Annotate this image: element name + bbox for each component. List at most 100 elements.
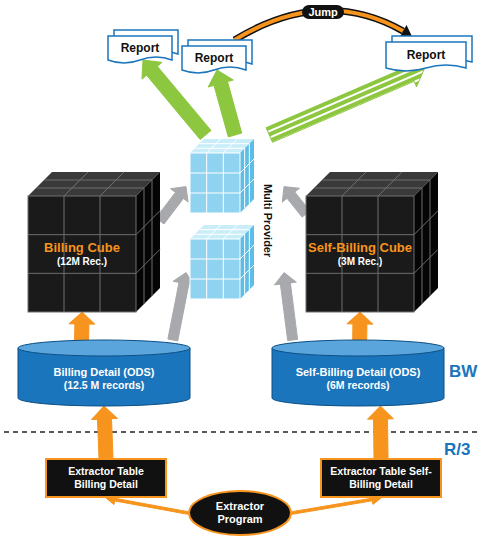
shape-part <box>190 173 240 174</box>
layer-label: BW <box>449 362 477 382</box>
ods-cylinder: Self-Billing Detail (ODS)(6M records) <box>272 340 444 406</box>
node-text: Self-Billing Cube <box>308 240 412 256</box>
shape-part <box>272 340 444 356</box>
shape-part <box>223 139 237 153</box>
shape-part <box>386 42 466 71</box>
shape-part <box>182 46 246 73</box>
shape-part <box>152 180 153 296</box>
shape-part <box>414 172 438 312</box>
infocube: Self-Billing Cube(3M Rec.) <box>306 172 438 312</box>
shape-part <box>322 180 430 181</box>
extractor-program-ellipse: Extractor Program <box>188 490 292 536</box>
shape-part <box>44 180 152 181</box>
shape-part <box>430 180 431 296</box>
shape-part <box>206 153 207 213</box>
shape-part <box>244 234 245 294</box>
shape-part <box>100 172 124 196</box>
shape-part <box>240 139 254 213</box>
shape-part <box>199 143 249 144</box>
node-text: Report <box>407 48 446 62</box>
shape-part <box>190 153 240 213</box>
flow-arrow <box>368 406 394 458</box>
shape-part <box>368 406 394 458</box>
flow-arrow <box>156 187 188 224</box>
shape-part <box>347 312 373 340</box>
node-text: (6M records) <box>326 379 389 392</box>
shape-part <box>195 148 245 149</box>
shape-part <box>249 230 250 290</box>
flow-arrow <box>92 406 118 458</box>
shape-part <box>207 139 221 153</box>
node-text: (12M Rec.) <box>57 256 107 268</box>
node-text: Extractor Table Billing Detail <box>51 465 161 490</box>
flow-arrow <box>208 70 242 137</box>
shape-part <box>240 225 254 299</box>
ods-cylinder: Billing Detail (ODS)(12.5 M records) <box>18 340 190 406</box>
shape-part <box>190 259 240 260</box>
report-document: Report <box>386 36 472 74</box>
node-text: Self-Billing Detail (ODS) <box>296 366 421 379</box>
report-document: Report <box>182 40 252 76</box>
shape-part <box>314 188 422 189</box>
node-text: Billing Detail (ODS) <box>54 366 155 379</box>
shape-part <box>207 225 221 239</box>
shape-part <box>18 348 190 406</box>
flow-arrow <box>266 61 425 142</box>
node-text: Billing Cube <box>44 240 120 256</box>
shape-part <box>28 234 136 235</box>
shape-part <box>223 153 224 213</box>
shape-part <box>240 265 254 279</box>
shape-part <box>156 187 188 224</box>
shape-part <box>378 172 402 196</box>
flow-arrow <box>69 312 95 340</box>
shape-part <box>223 225 237 239</box>
shape-part <box>240 159 254 173</box>
node-text: Report <box>121 41 160 55</box>
shape-part <box>414 211 438 235</box>
shape-part <box>28 273 136 274</box>
shape-part <box>136 211 160 235</box>
shape-part <box>28 196 136 312</box>
shape-part <box>199 229 249 230</box>
shape-part <box>275 273 298 341</box>
shape-part <box>36 188 144 189</box>
node-text: Extractor Table Self-Billing Detail <box>326 465 436 490</box>
shape-part <box>18 340 190 356</box>
shape-part <box>249 144 250 204</box>
shape-part <box>28 196 136 312</box>
shape-part <box>244 148 245 208</box>
layer-divider <box>4 431 478 433</box>
extractor-table-box: Extractor Table Self-Billing Detail <box>320 458 442 498</box>
shape-part <box>414 249 438 273</box>
shape-part <box>108 36 172 63</box>
shape-part <box>69 312 95 340</box>
shape-part <box>136 172 160 312</box>
shape-part <box>206 239 207 299</box>
shape-part <box>240 179 254 193</box>
node-text: Report <box>195 51 234 65</box>
node-text: (3M Rec.) <box>338 256 382 268</box>
shape-part <box>190 279 240 280</box>
shape-part <box>306 196 414 312</box>
shape-part <box>46 459 166 497</box>
flow-arrow <box>347 312 373 340</box>
node-text: Extractor Program <box>204 500 276 526</box>
report-document: Report <box>108 30 178 66</box>
shape-part <box>266 61 425 142</box>
shape-part <box>342 172 366 196</box>
shape-part <box>306 196 414 312</box>
extractor-table-box: Extractor Table Billing Detail <box>45 458 167 498</box>
shape-part <box>306 273 414 274</box>
shape-part <box>195 234 245 235</box>
shape-part <box>272 348 444 406</box>
node-text: (12.5 M records) <box>64 379 145 392</box>
infocube: Billing Cube(12M Rec.) <box>28 172 160 312</box>
shape-part <box>321 459 441 497</box>
shape-part <box>92 406 118 458</box>
shape-part <box>223 239 224 299</box>
shape-part <box>208 70 242 137</box>
multiprovider-cubes: Multi Provider <box>186 135 284 307</box>
shape-part <box>190 239 240 299</box>
shape-part <box>306 234 414 235</box>
